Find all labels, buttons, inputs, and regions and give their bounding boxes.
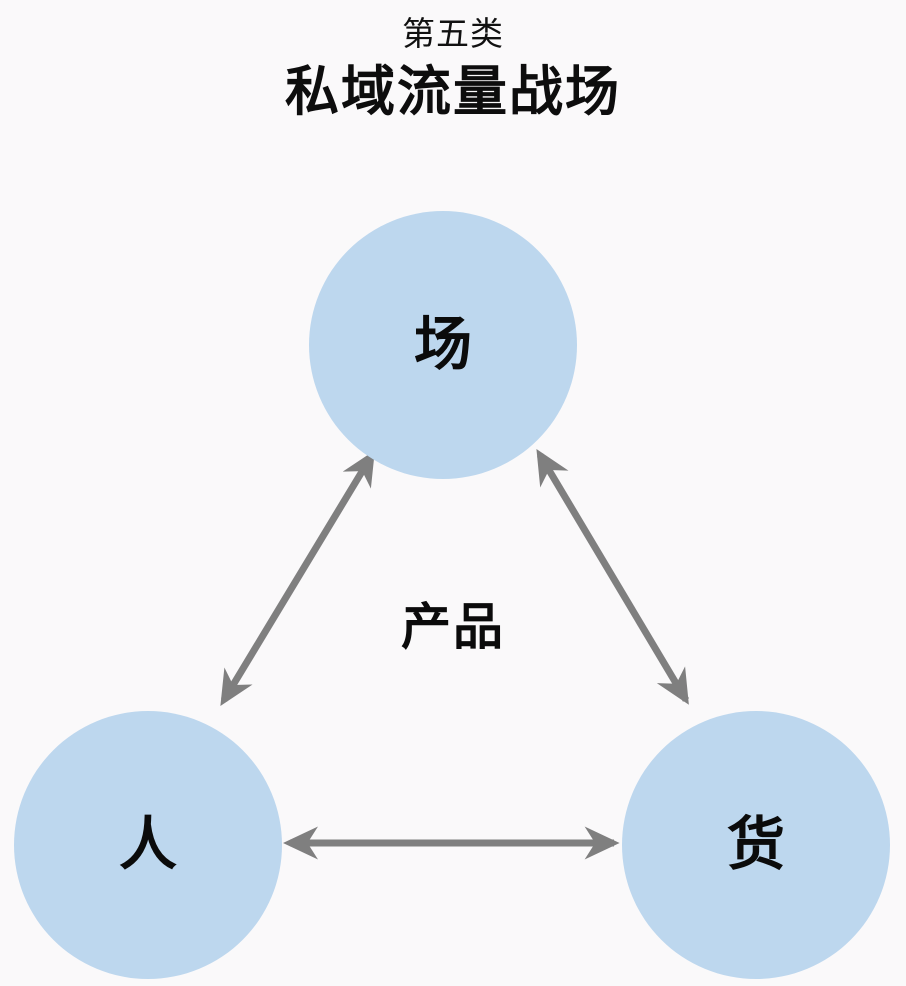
center-caption: 产品 xyxy=(333,597,573,657)
node-ren[interactable]: 人 xyxy=(14,711,282,979)
center-caption-label: 产品 xyxy=(401,599,505,655)
connector-ren-chang xyxy=(220,450,375,706)
node-chang[interactable]: 场 xyxy=(309,211,577,479)
node-ren-label: 人 xyxy=(118,812,177,877)
node-huo[interactable]: 货 xyxy=(622,711,890,979)
node-chang-label: 场 xyxy=(413,312,472,377)
node-huo-label: 货 xyxy=(726,812,785,877)
connector-chang-huo xyxy=(536,448,690,705)
